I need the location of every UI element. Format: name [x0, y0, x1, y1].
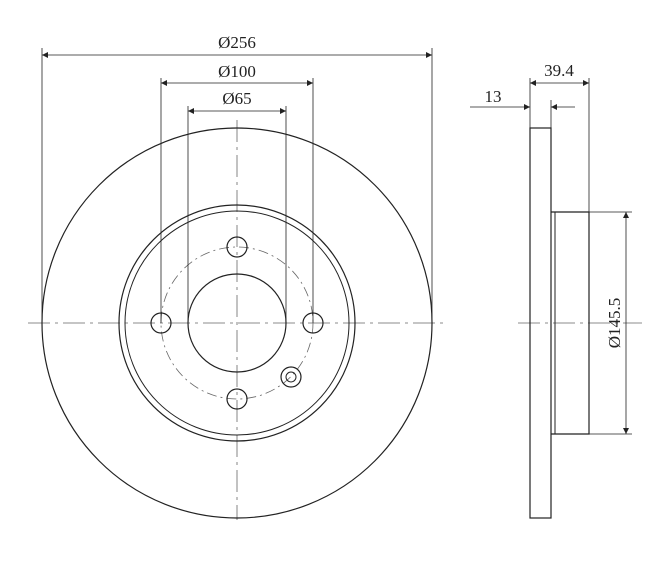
dim-label-bolt-circle: Ø100: [218, 62, 256, 81]
dim-label-hat-diameter: Ø145.5: [605, 298, 624, 349]
locating-hole-outer: [280, 366, 302, 388]
dim-label-total-height: 39.4: [544, 61, 574, 80]
hat-outer-ring: [118, 204, 356, 442]
dim-label-disc-thickness: 13: [485, 87, 502, 106]
side-hat: [551, 211, 590, 435]
hat-inner-ring: [124, 210, 350, 436]
side-view: [470, 78, 642, 519]
bolt-hole-bottom: [226, 388, 248, 410]
bolt-hole-top: [226, 236, 248, 258]
locating-hole-inner: [285, 371, 297, 383]
dim-label-center-bore: Ø65: [222, 89, 251, 108]
side-disc-plate: [529, 127, 552, 519]
dim-label-outer-diameter: Ø256: [218, 33, 256, 52]
front-view: [28, 48, 448, 520]
